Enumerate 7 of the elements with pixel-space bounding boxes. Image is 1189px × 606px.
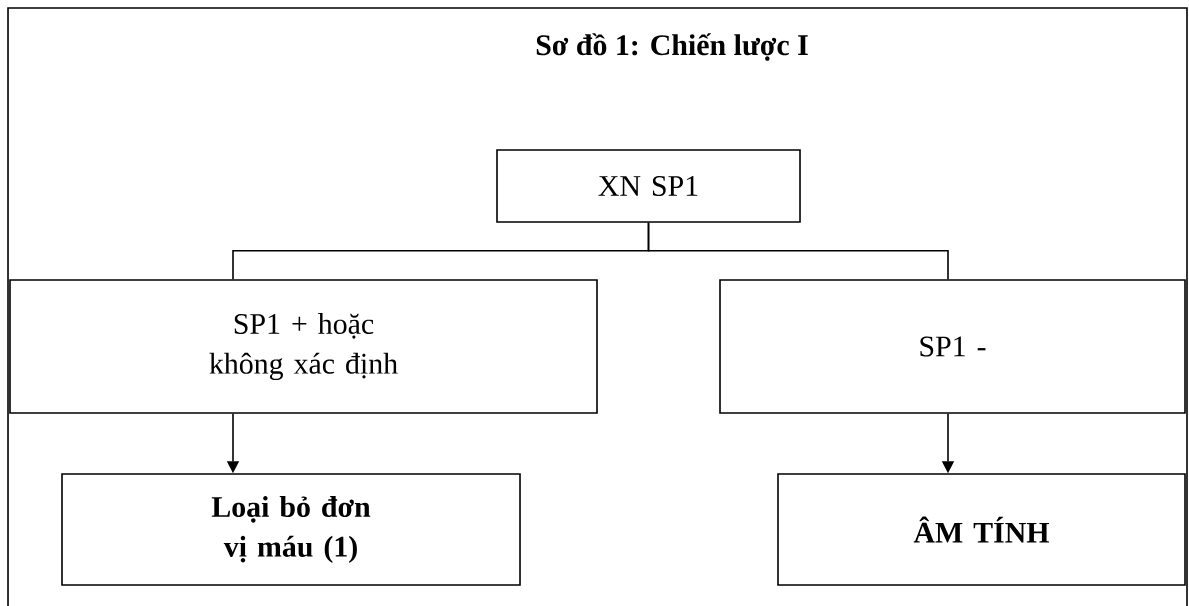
result-box: Loại bỏ đơn vị máu (1) bbox=[61, 473, 521, 586]
process-box: SP1 - bbox=[719, 279, 1186, 414]
connector bbox=[647, 222, 949, 280]
title: Sơ đồ 1: Chiến lược I bbox=[536, 33, 808, 61]
result-box: ÂM TÍNH bbox=[777, 473, 1186, 586]
process-box: XN SP1 bbox=[496, 149, 801, 223]
process-box: SP1 + hoặc không xác định bbox=[9, 279, 598, 414]
